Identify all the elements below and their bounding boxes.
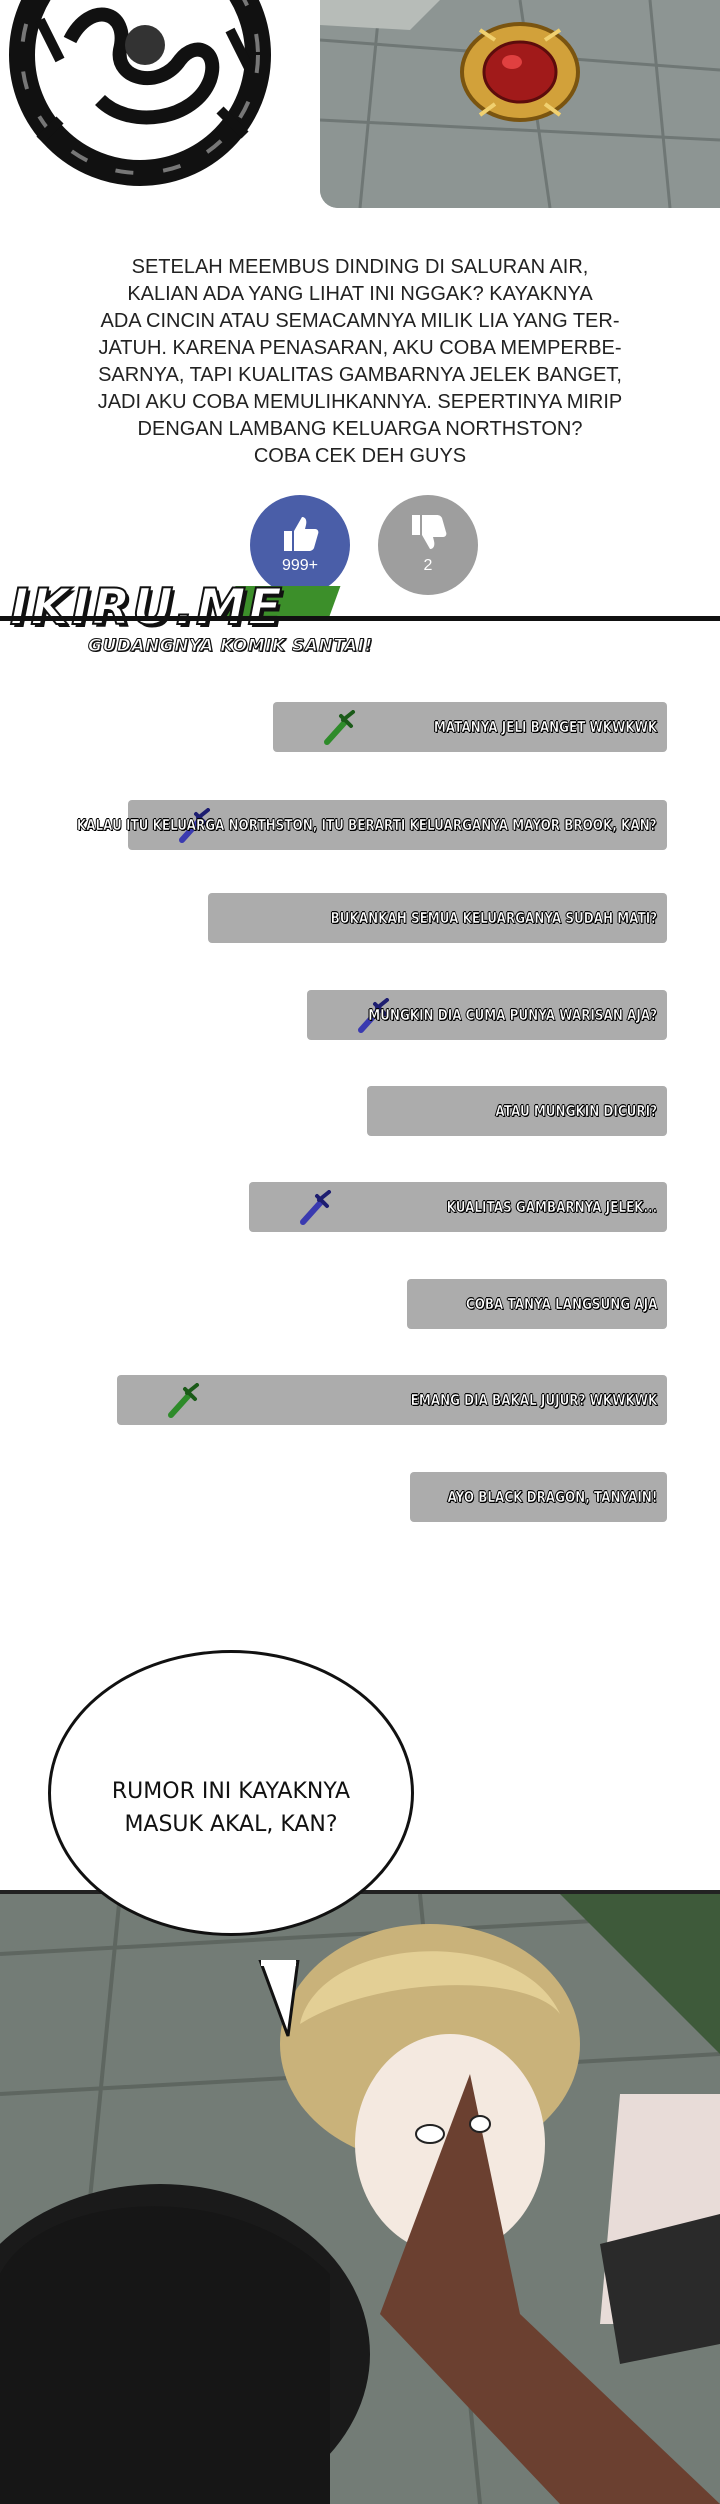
comment-text: MATANYA JELI BANGET WKWKWK [433,718,657,737]
comment-item: ATAU MUNGKIN DICURI? [367,1086,667,1136]
comment-text: BUKANKAH SEMUA KELUARGANYA SUDAH MATI? [330,909,657,928]
dislike-count: 2 [423,557,433,574]
comment-text: KALAU ITU KELUARGA NORTHSTON, ITU BERART… [77,816,657,835]
watermark-logo: IKIRU.ME [9,577,284,637]
blue-sword-icon [358,998,389,1033]
comment-item: KUALITAS GAMBARNYA JELEK... [249,1182,667,1232]
comment-item: EMANG DIA BAKAL JUJUR? WKWKWK [117,1375,667,1425]
green-sword-icon [168,1383,199,1418]
watermark-divider [0,616,720,621]
dislike-button[interactable]: 2 [378,495,478,595]
comment-item: MUNGKIN DIA CUMA PUNYA WARISAN AJA? [307,990,667,1040]
comment-text: AYO BLACK DRAGON, TANYAIN! [447,1488,657,1507]
blue-sword-icon [300,1190,331,1225]
comment-item: MATANYA JELI BANGET WKWKWK [273,702,667,752]
thumbs-up-icon [284,517,319,551]
dragon-emblem-image [9,0,271,186]
characters-illustration [0,1894,720,2504]
blue-sword-icon [179,808,210,843]
green-sword-icon [324,710,355,745]
speech-bubble-tail [258,1960,300,2037]
comment-text: MUNGKIN DIA CUMA PUNYA WARISAN AJA? [368,1006,657,1025]
comment-item: AYO BLACK DRAGON, TANYAIN! [410,1472,667,1522]
comment-item: COBA TANYA LANGSUNG AJA [407,1279,667,1329]
comment-item: BUKANKAH SEMUA KELUARGANYA SUDAH MATI? [208,893,667,943]
speech-bubble [48,1650,414,1936]
comment-text: EMANG DIA BAKAL JUJUR? WKWKWK [410,1391,657,1410]
ring-image [320,0,720,208]
like-count: 999+ [281,557,319,574]
thumbs-down-icon [412,515,447,549]
watermark-tagline: GUDANGNYA KOMIK SANTAI! [88,636,373,657]
comment-text: KUALITAS GAMBARNYA JELEK... [446,1198,657,1217]
family-emblem-panel [0,0,300,215]
comment-text: COBA TANYA LANGSUNG AJA [465,1295,657,1314]
post-description: SETELAH MEEMBUS DINDING DI SALURAN AIR, … [97,256,623,467]
comment-text: ATAU MUNGKIN DICURI? [495,1102,657,1121]
manga-art-panel [0,1890,720,2504]
ring-panel [320,0,720,208]
like-button[interactable]: 999+ [250,495,350,595]
speech-bubble-text: RUMOR INI KAYAKNYA MASUK AKAL, KAN? [111,1779,351,1837]
comment-item: KALAU ITU KELUARGA NORTHSTON, ITU BERART… [77,800,667,850]
